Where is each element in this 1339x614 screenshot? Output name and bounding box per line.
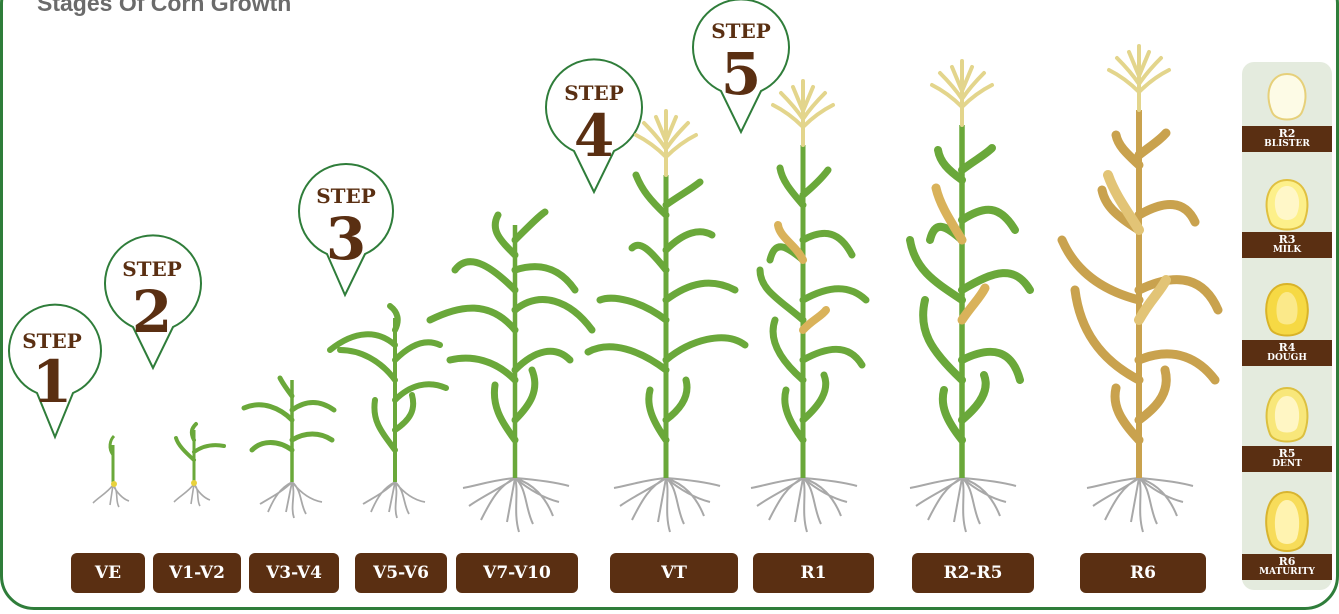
step-word: STEP (22, 329, 82, 353)
step-word: STEP (316, 184, 376, 208)
kernel-r4-icon (1265, 282, 1309, 337)
step-number: 3 (326, 205, 366, 273)
step-marker-3: STEP 3 (298, 163, 394, 298)
stage-label-v7-v10: V7-V10 (456, 553, 578, 593)
plant-v7-v10 (426, 208, 596, 533)
plant-r6 (1057, 44, 1223, 533)
plant-v3-v4 (241, 375, 337, 519)
page-title: Stages Of Corn Growth (37, 0, 292, 16)
plant-vt (584, 109, 749, 533)
stage-label-v5-v6: V5-V6 (355, 553, 447, 593)
stage-label-r6: R6 (1080, 553, 1206, 593)
step-number: 2 (132, 278, 172, 346)
step-number: 5 (721, 40, 761, 108)
step-number: 4 (574, 102, 614, 170)
kernel-r3-icon (1265, 178, 1309, 231)
stage-label-r1: R1 (753, 553, 874, 593)
step-marker-1: STEP 1 (8, 303, 102, 440)
plant-r2-r5 (906, 59, 1034, 533)
stage-label-v1-v2: V1-V2 (153, 553, 241, 593)
plant-v1-v2 (173, 422, 226, 507)
step-marker-4: STEP 4 (545, 58, 643, 195)
plant-v5-v6 (327, 303, 449, 519)
plant-ve (92, 434, 130, 508)
kernel-r5-icon (1265, 386, 1309, 443)
kernel-r6-icon (1265, 490, 1309, 552)
stage-label-r2-r5: R2-R5 (912, 553, 1034, 593)
step-marker-5: STEP 5 (692, 0, 790, 135)
kernel-r2-icon (1267, 72, 1307, 121)
step-word: STEP (564, 81, 624, 105)
step-number: 1 (32, 348, 72, 416)
step-marker-2: STEP 2 (104, 234, 202, 371)
kernel-illustrations (1265, 72, 1309, 552)
step-word: STEP (711, 19, 771, 43)
step-word: STEP (122, 257, 182, 281)
stage-label-v3-v4: V3-V4 (249, 553, 339, 593)
stage-label-vt: VT (610, 553, 738, 593)
plant-r1 (750, 79, 870, 533)
stage-label-ve: VE (71, 553, 145, 593)
